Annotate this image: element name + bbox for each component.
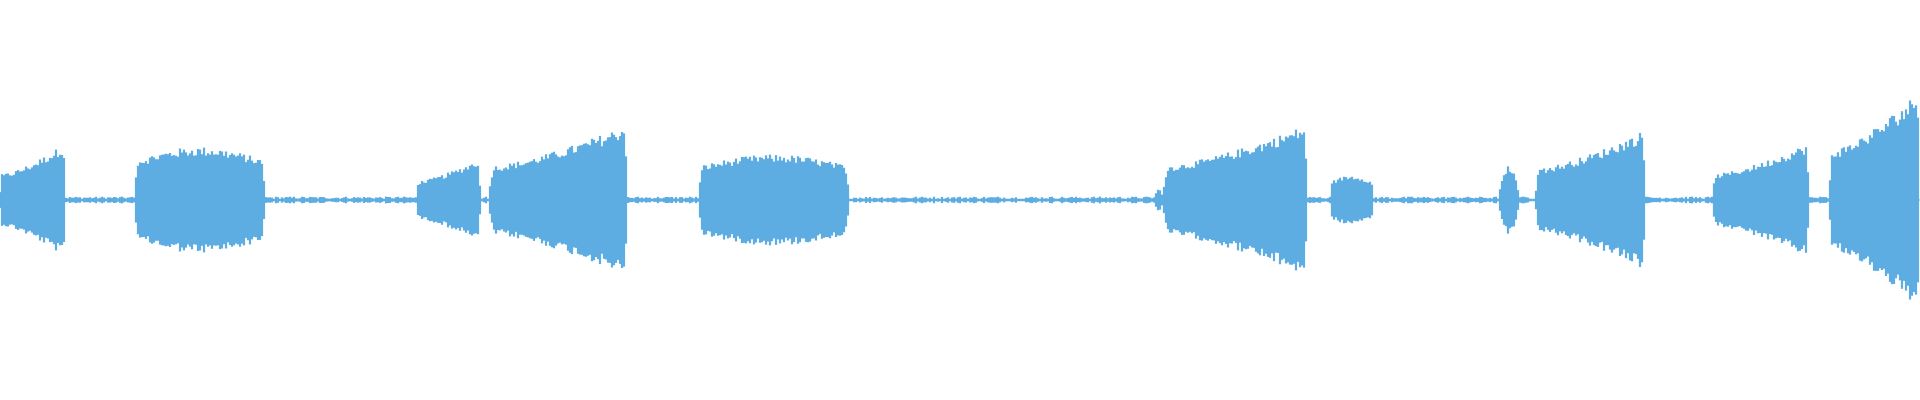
waveform-bars	[0, 100, 1920, 300]
